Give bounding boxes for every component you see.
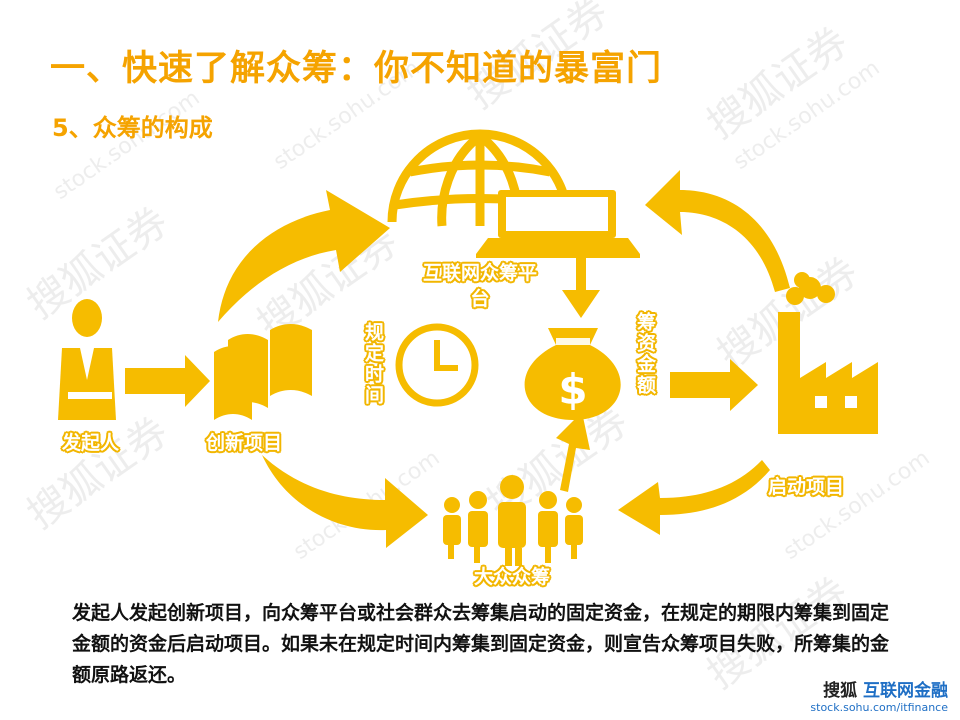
arrow-platform-to-bag (562, 258, 600, 318)
clock-icon (395, 323, 479, 407)
label-amount: 筹资金额 (634, 312, 656, 396)
brand-logo: 搜狐 互联网金融 stock.sohu.com/itfinance (810, 676, 948, 714)
arrow-crowd-to-bag (556, 412, 590, 492)
flow-arrows (125, 170, 790, 548)
section-subtitle: 5、众筹的构成 (52, 114, 213, 142)
dollar-icon: $ (558, 365, 587, 414)
person-icon (58, 299, 116, 420)
page-title: 一、快速了解众筹：你不知道的暴富门 (50, 49, 663, 89)
brand-sub: 互联网金融 (863, 681, 948, 701)
brand-name: 搜狐 (823, 681, 858, 701)
money-bag-icon: $ (524, 328, 621, 420)
watermark-url: stock.sohu.com (49, 86, 204, 205)
watermark-url: stock.sohu.com (779, 446, 934, 565)
factory-icon (778, 272, 878, 434)
arrow-bag-to-factory (670, 359, 758, 411)
arrow-launch-to-crowd (618, 460, 770, 535)
description-text: 发起人发起创新项目，向众筹平台或社会群众去筹集启动的固定资金，在规定的期限内筹集… (72, 602, 890, 686)
label-project: 创新项目 (206, 432, 283, 454)
globe-icon (387, 129, 573, 227)
label-public: 大众众筹 (474, 566, 551, 588)
label-initiator: 发起人 (62, 432, 120, 454)
label-platform: 互联网众筹平台 (422, 262, 537, 310)
arrow-project-to-platform (218, 190, 390, 322)
brand-title: 搜狐 互联网金融 (810, 676, 948, 701)
laptop-icon (476, 190, 640, 258)
label-launch: 启动项目 (768, 476, 845, 498)
label-time: 规定时间 (362, 322, 384, 406)
arrow-project-to-crowd (262, 455, 428, 548)
book-icon (214, 324, 312, 420)
arrow-factory-to-platform (645, 170, 790, 292)
arrow-initiator-to-project (125, 355, 210, 407)
crowd-icon (443, 475, 583, 566)
brand-url: stock.sohu.com/itfinance (810, 701, 948, 714)
